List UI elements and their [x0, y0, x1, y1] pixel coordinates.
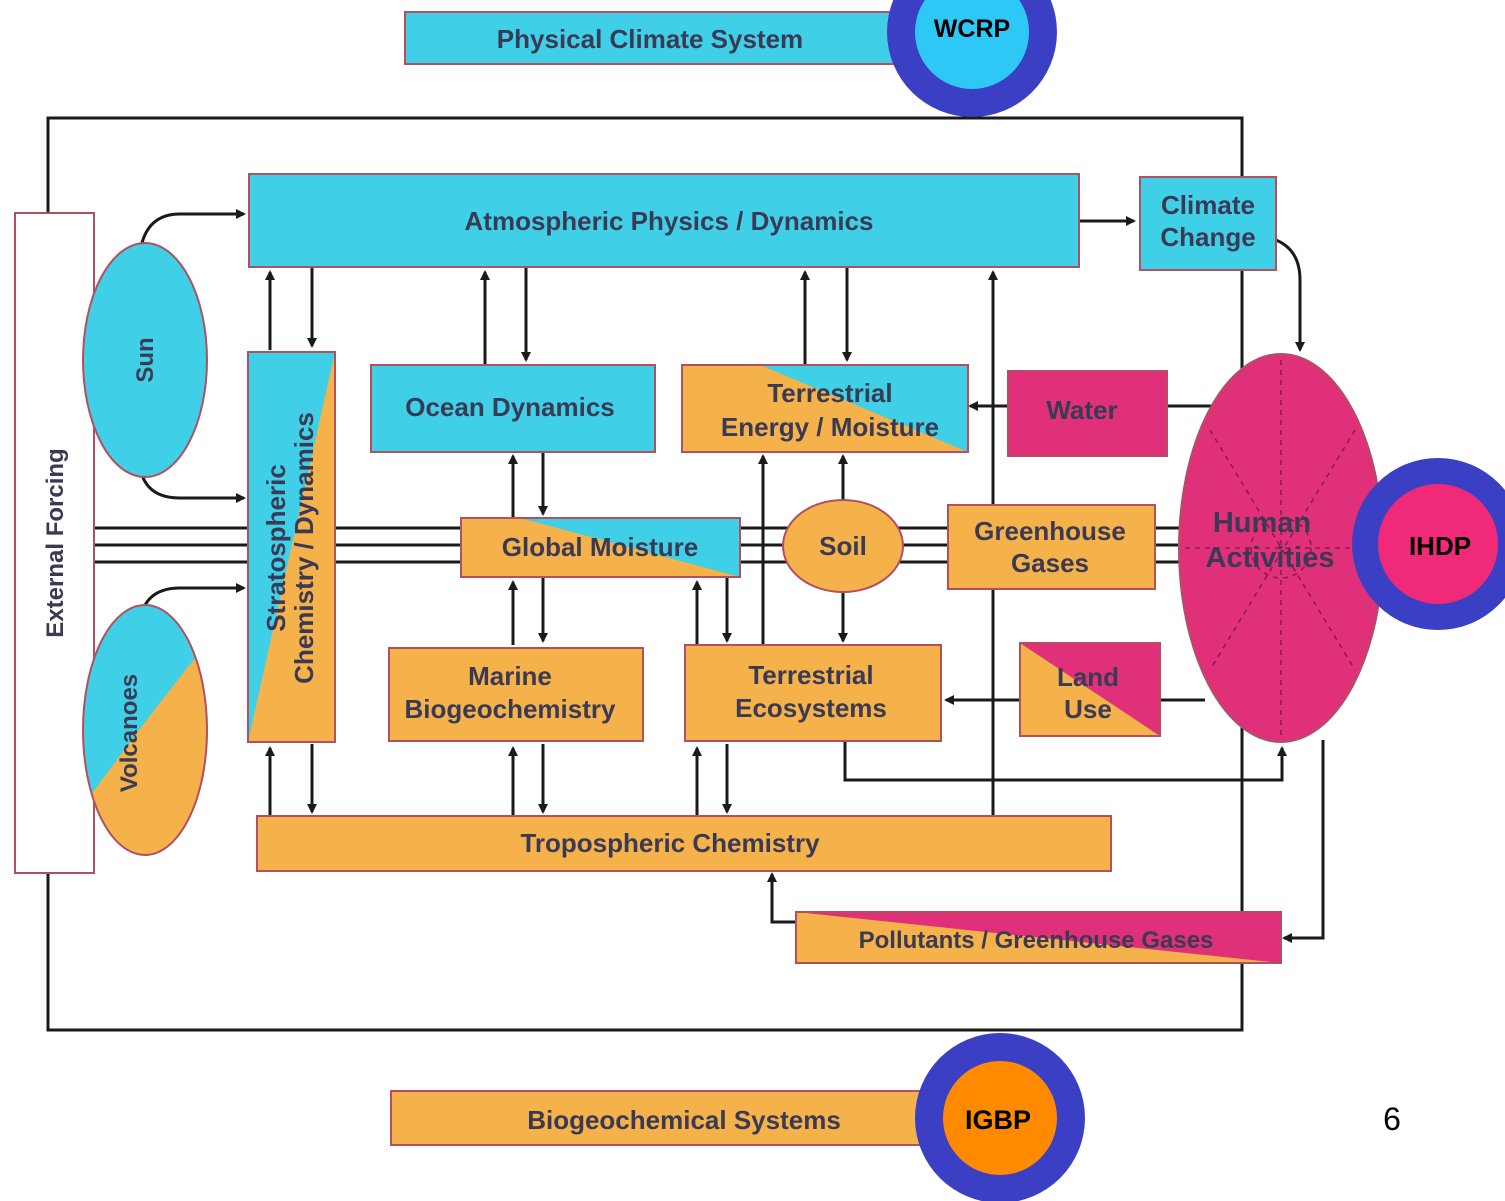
stratospheric-label-2: Chemistry / Dynamics	[289, 412, 319, 684]
terrestrial-energy-label-2: Energy / Moisture	[721, 412, 939, 442]
stratospheric-node: Stratospheric Chemistry / Dynamics	[247, 351, 336, 743]
wcrp-label: WCRP	[934, 15, 1010, 43]
land-use-node: Land Use	[1019, 642, 1161, 737]
tropospheric-chemistry-node: Tropospheric Chemistry	[256, 815, 1112, 872]
greenhouse-gases-label-2: Gases	[1011, 548, 1089, 578]
igbp-badge: IGBP	[915, 1033, 1085, 1201]
external-forcing-box: External Forcing	[14, 212, 95, 874]
water-node: Water	[1007, 370, 1168, 457]
sun-label: Sun	[132, 337, 159, 382]
water-label: Water	[1046, 395, 1117, 425]
atmospheric-node: Atmospheric Physics / Dynamics	[248, 173, 1080, 268]
terrestrial-eco-label-2: Ecosystems	[735, 693, 887, 723]
climate-change-label-2: Change	[1160, 222, 1255, 252]
climate-change-label-1: Climate	[1161, 190, 1255, 220]
page-number: 6	[1383, 1101, 1401, 1137]
ocean-dynamics-node: Ocean Dynamics	[370, 364, 656, 453]
soil-label: Soil	[819, 531, 867, 561]
pollutants-node: Pollutants / Greenhouse Gases	[795, 911, 1282, 964]
human-activities-node: Human Activities	[1178, 353, 1384, 743]
greenhouse-gases-label-1: Greenhouse	[974, 516, 1126, 546]
ocean-dynamics-label: Ocean Dynamics	[405, 392, 615, 422]
physical-climate-label: Physical Climate System	[497, 24, 803, 54]
marine-label-2: Biogeochemistry	[405, 694, 616, 724]
land-use-label-1: Land	[1057, 662, 1119, 692]
ihdp-badge: IHDP	[1352, 458, 1505, 630]
land-use-label-2: Use	[1064, 694, 1112, 724]
climate-change-node: Climate Change	[1139, 176, 1277, 271]
ihdp-label: IHDP	[1409, 531, 1471, 561]
marine-label-1: Marine	[468, 661, 552, 691]
volcanoes-node: Volcanoes	[82, 604, 208, 856]
atmospheric-label: Atmospheric Physics / Dynamics	[465, 206, 874, 236]
volcanoes-label: Volcanoes	[116, 674, 143, 792]
global-moisture-node: Global Moisture	[460, 517, 741, 578]
stratospheric-label-1: Stratospheric	[261, 464, 291, 632]
terrestrial-ecosystems-node: Terrestrial Ecosystems	[684, 644, 942, 742]
igbp-label: IGBP	[965, 1105, 1031, 1135]
marine-biogeochemistry-node: Marine Biogeochemistry	[388, 647, 644, 742]
biogeochemical-legend: Biogeochemical Systems	[390, 1090, 932, 1146]
human-activities-web	[1185, 360, 1380, 740]
pollutants-label: Pollutants / Greenhouse Gases	[859, 927, 1214, 954]
wcrp-badge: WCRP	[887, 0, 1057, 117]
terrestrial-energy-node: Terrestrial Energy / Moisture	[681, 364, 969, 453]
terrestrial-eco-label-1: Terrestrial	[748, 660, 873, 690]
global-moisture-label: Global Moisture	[502, 532, 698, 562]
greenhouse-gases-node: Greenhouse Gases	[947, 504, 1156, 590]
physical-climate-legend: Physical Climate System	[404, 11, 906, 65]
human-activities-label-2: Activities	[1206, 542, 1335, 574]
human-activities-label-1: Human	[1213, 507, 1311, 539]
soil-node: Soil	[782, 499, 904, 593]
biogeochemical-label: Biogeochemical Systems	[527, 1105, 841, 1135]
tropospheric-label: Tropospheric Chemistry	[520, 828, 820, 858]
terrestrial-energy-label-1: Terrestrial	[767, 378, 892, 408]
sun-node: Sun	[82, 242, 208, 478]
external-forcing-label: External Forcing	[42, 448, 69, 637]
